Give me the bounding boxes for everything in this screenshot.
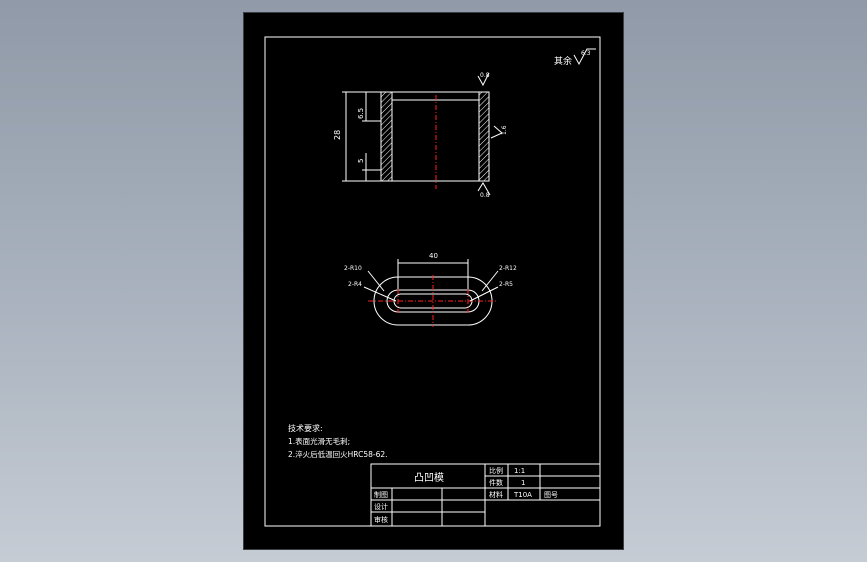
rough-top-icon [477,72,490,87]
label-br: 2-R5 [499,281,513,288]
rough-bottom-value: 0.8 [480,192,490,199]
drawing-sheet: 其余 6.3 28 6.5 5 0.8 [244,13,623,549]
qty-label: 件数 [489,478,503,487]
section-view: 28 6.5 5 0.8 1.6 0.8 [333,72,508,199]
right-wall-hatch [478,91,490,182]
rough-side-icon [490,125,503,139]
dim-width: 40 [429,252,438,260]
leader-tr [481,270,499,292]
roughness-label: 其余 [554,55,572,67]
part-name: 凸凹模 [414,472,444,484]
note-line-2: 2.淬火后低温回火HRC58-62. [288,449,388,459]
scale-label: 比例 [489,466,503,475]
left-wall-hatch [380,91,393,182]
dim-bottom: 5 [357,159,365,163]
roughness-check-icon [573,48,596,66]
plan-view: 40 2-R10 2-R4 2-R12 2-R5 [344,252,517,327]
material-label: 材料 [489,490,503,499]
dim-top: 6.5 [357,108,365,119]
leader-tl [367,270,385,292]
leader-bl [363,286,397,302]
roughness-symbol: 其余 6.3 [554,48,596,67]
title-block: 凸凹模 比例 1:1 件数 1 材料 T10A 图号 制图 设计 审核 [370,463,601,527]
scale-value: 1:1 [514,467,525,475]
roughness-value: 6.3 [581,50,591,57]
rough-bottom-icon [477,182,491,196]
rough-top-value: 0.8 [480,72,490,79]
rough-side-value: 1.6 [501,125,508,135]
material-value: T10A [513,491,532,499]
drawing-canvas: 其余 6.3 28 6.5 5 0.8 [264,36,601,527]
review-label: 审核 [374,515,388,524]
dim-height: 28 [333,130,342,140]
label-bl: 2-R4 [348,281,362,288]
note-line-1: 1.表面光滑无毛刺; [288,436,350,446]
label-tl: 2-R10 [344,265,362,272]
leader-br [469,286,499,302]
notes-title: 技术要求: [288,423,323,433]
technical-notes: 技术要求: 1.表面光滑无毛刺; 2.淬火后低温回火HRC58-62. [288,423,388,459]
drawing-no-label: 图号 [544,491,558,499]
drawn-label: 制图 [374,490,388,499]
qty-value: 1 [521,479,525,487]
label-tr: 2-R12 [499,265,517,272]
design-label: 设计 [374,502,388,511]
